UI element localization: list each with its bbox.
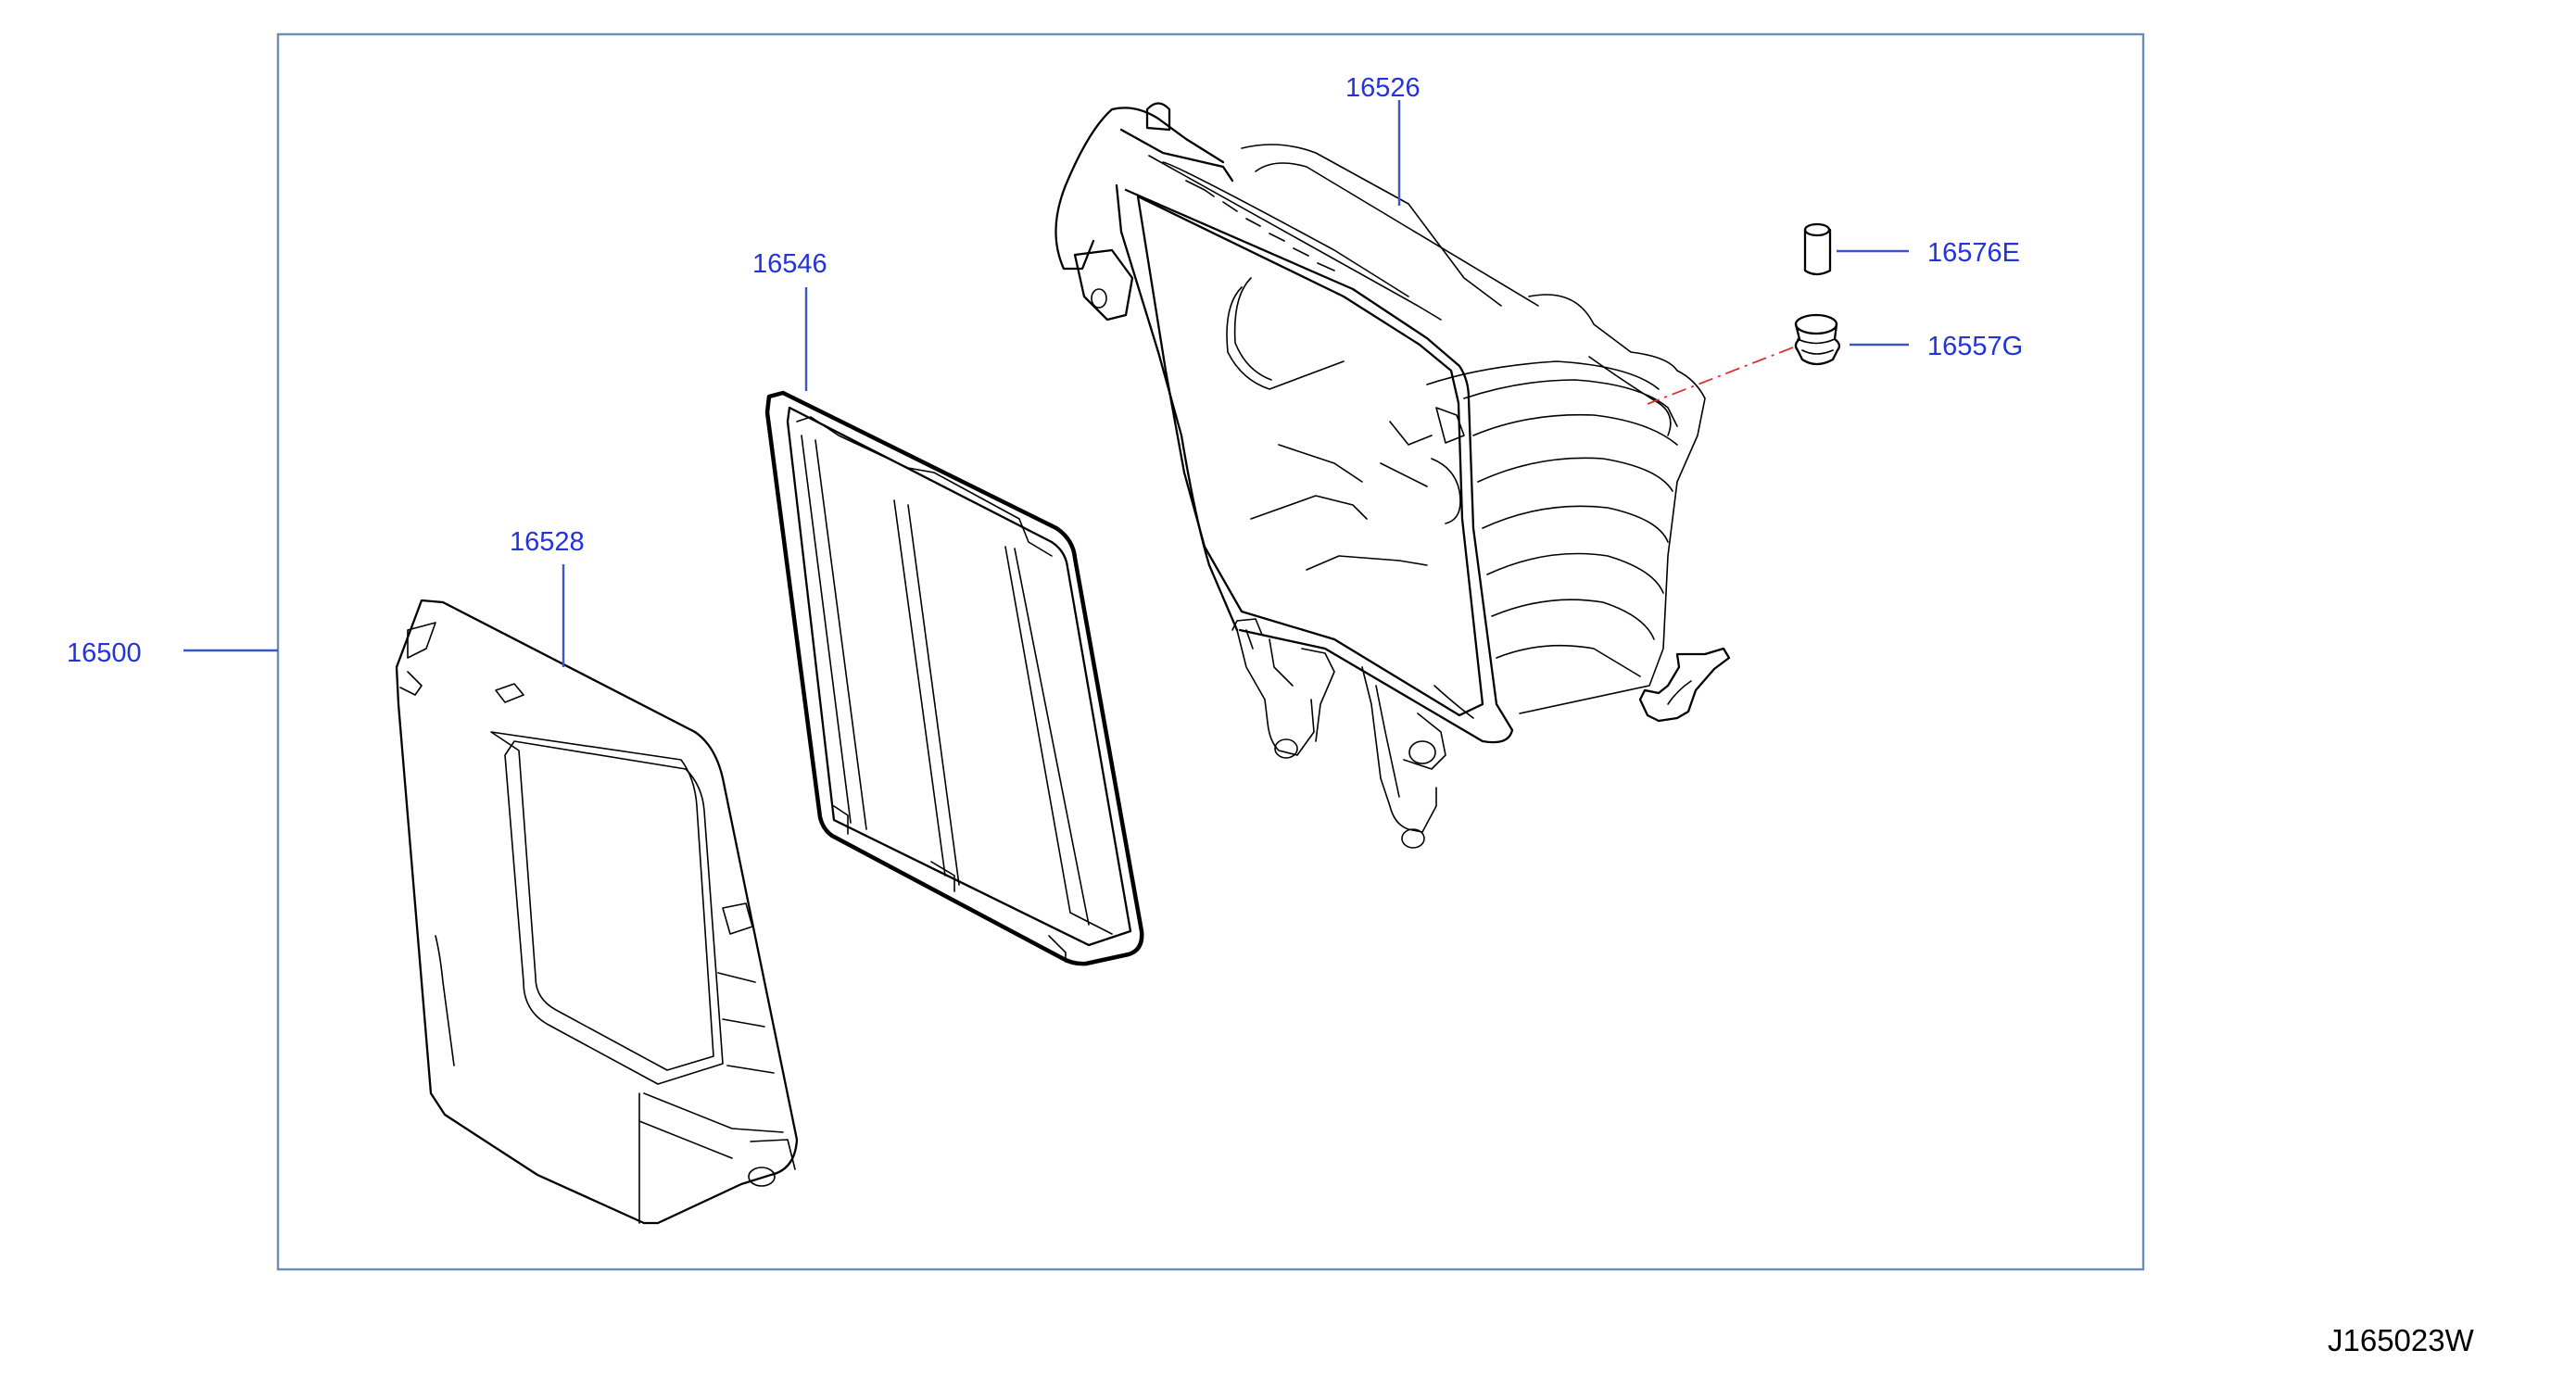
- callout-16557G: 16557G: [1927, 332, 2023, 361]
- grommet[interactable]: [1794, 313, 1841, 366]
- drawing-code: J165023W: [2328, 1323, 2475, 1357]
- air-cleaner-element[interactable]: [764, 390, 1144, 966]
- callout-16526: 16526: [1345, 73, 1421, 103]
- callout-16528: 16528: [510, 527, 585, 557]
- callout-16546: 16546: [752, 249, 827, 279]
- air-cleaner-cover[interactable]: [395, 599, 799, 1225]
- callout-16576E: 16576E: [1927, 238, 2020, 268]
- assembly-dash-line: [1647, 347, 1794, 405]
- callout-16500: 16500: [67, 638, 142, 668]
- clip[interactable]: [1638, 647, 1731, 723]
- assembly-frame: [276, 32, 2145, 1271]
- air-cleaner-body[interactable]: [1054, 102, 1706, 849]
- pin[interactable]: [1803, 222, 1832, 276]
